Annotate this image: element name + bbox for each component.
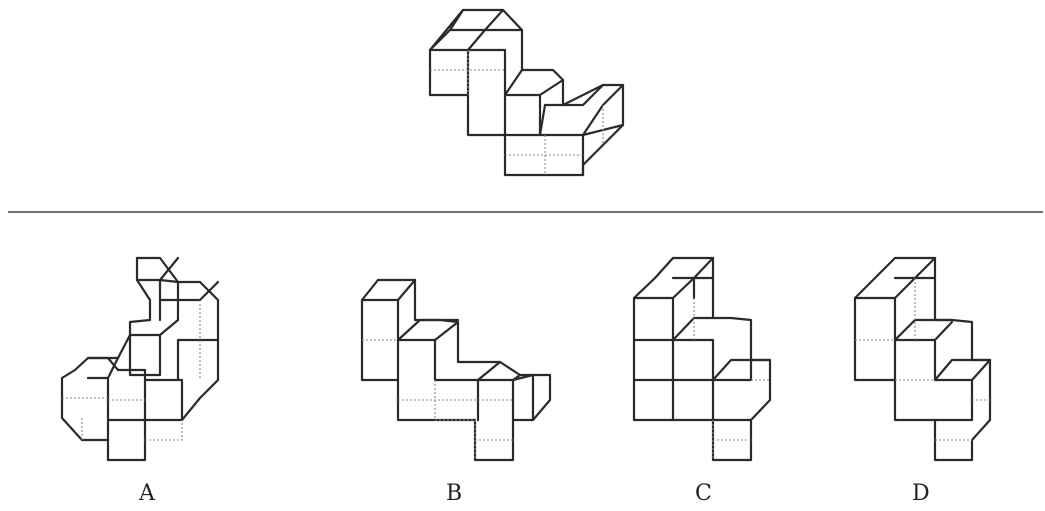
option-b-figure[interactable] bbox=[360, 278, 552, 462]
option-a-label[interactable]: A bbox=[138, 481, 156, 506]
option-d-figure[interactable] bbox=[853, 256, 992, 462]
option-d-label[interactable]: D bbox=[912, 481, 930, 506]
option-a-figure[interactable] bbox=[60, 256, 220, 462]
question-figure bbox=[428, 8, 625, 177]
option-c-figure[interactable] bbox=[632, 256, 772, 462]
option-c-label[interactable]: C bbox=[695, 481, 712, 506]
option-b-label[interactable]: B bbox=[446, 481, 462, 506]
